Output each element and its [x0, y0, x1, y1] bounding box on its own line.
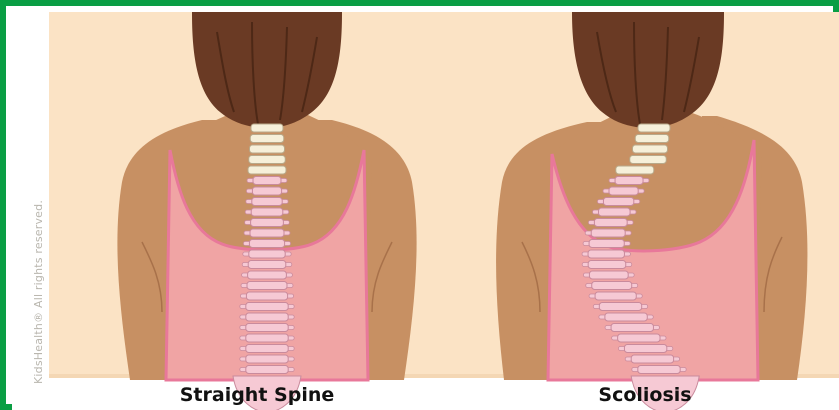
vertebra [589, 240, 624, 248]
copyright-notice: KidsHealth® All rights reserved. [32, 200, 45, 384]
vertebra [594, 219, 627, 227]
vertebra [246, 324, 288, 332]
vertebra [250, 135, 284, 143]
vertebra [630, 156, 667, 164]
vertebra [246, 345, 288, 353]
vertebra [249, 156, 286, 164]
vertebra [249, 240, 284, 248]
vertebra [248, 166, 286, 174]
vertebra [592, 282, 632, 290]
vertebra [249, 250, 285, 258]
vertebra [246, 355, 288, 363]
vertebra [251, 219, 284, 227]
vertebra [631, 355, 673, 363]
vertebra [618, 334, 660, 342]
illustration-svg [12, 12, 839, 410]
vertebra [603, 198, 633, 206]
vertebra [252, 187, 281, 195]
caption-scoliosis: Scoliosis [560, 384, 730, 406]
caption-straight-spine: Straight Spine [162, 384, 352, 406]
vertebra [615, 177, 643, 185]
vertebra [638, 366, 680, 374]
vertebra [248, 261, 286, 269]
vertebra [251, 208, 283, 216]
vertebra [609, 187, 638, 195]
vertebra [598, 208, 630, 216]
vertebra [246, 292, 287, 300]
vertebra [247, 282, 287, 290]
vertebra [611, 324, 653, 332]
vertebra [252, 198, 282, 206]
vertebra [588, 261, 626, 269]
vertebra [599, 303, 641, 311]
vertebra [250, 145, 285, 153]
vertebra [589, 271, 628, 279]
vertebra [635, 135, 669, 143]
vertebra [246, 303, 288, 311]
vertebra [246, 334, 288, 342]
vertebra [250, 229, 284, 237]
vertebra [248, 271, 287, 279]
vertebra [591, 229, 625, 237]
vertebra [251, 124, 283, 132]
vertebra [246, 313, 288, 321]
illustration-scene: KidsHealth® All rights reserved. Straigh… [12, 12, 839, 410]
vertebra [253, 177, 281, 185]
vertebra [605, 313, 647, 321]
vertebra [595, 292, 636, 300]
vertebra [638, 124, 670, 132]
vertebra [616, 166, 654, 174]
vertebra [246, 366, 288, 374]
vertebra [624, 345, 666, 353]
vertebra [633, 145, 668, 153]
vertebra [588, 250, 624, 258]
